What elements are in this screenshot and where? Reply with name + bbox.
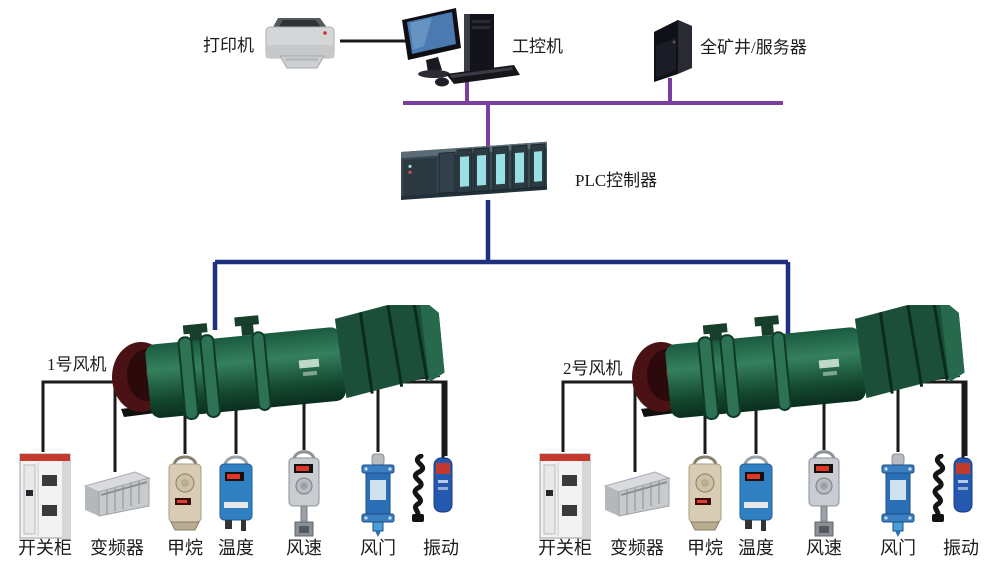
switch-cabinet-node (538, 450, 593, 540)
vibration-sensor-node (407, 454, 457, 530)
air-door-sensor-node (880, 450, 916, 538)
vibration-sensor-icon (412, 454, 453, 522)
sensor-label: 温度 (738, 538, 774, 558)
frequency-converter-icon (83, 471, 151, 517)
workstation-icon (402, 8, 520, 87)
server-node (646, 12, 702, 84)
fan-unit-1 (103, 305, 453, 430)
air-door-sensor-icon (361, 453, 395, 537)
sensor-label: 风门 (880, 538, 916, 558)
sensor-label: 振动 (423, 538, 459, 558)
sensor-label: 风速 (286, 538, 322, 558)
printer-label: 打印机 (203, 36, 254, 55)
temperature-sensor-icon (739, 455, 773, 531)
sensor-label: 甲烷 (167, 538, 203, 558)
fan-icon (632, 305, 965, 421)
air-door-sensor-node (360, 450, 396, 538)
fan1-label: 1号风机 (47, 355, 107, 374)
printer-icon (265, 18, 335, 69)
fan-unit-2 (623, 305, 973, 430)
switch-cabinet-icon (19, 453, 71, 539)
sensor-group-1: 开关柜 变频器 甲烷 温度 风速 风门 振动 (0, 372, 470, 569)
sensor-label: 甲烷 (687, 538, 723, 558)
sensor-label: 开关柜 (18, 538, 72, 558)
temperature-sensor-node (736, 452, 776, 532)
wind-speed-sensor-icon (288, 450, 320, 537)
methane-sensor-icon (688, 455, 722, 531)
fan-icon (112, 305, 445, 421)
plc-label: PLC控制器 (575, 171, 658, 190)
plc-node (396, 138, 552, 206)
switch-cabinet-icon (539, 453, 591, 539)
server-icon (654, 20, 692, 82)
fan2-label: 2号风机 (563, 359, 623, 378)
temperature-sensor-icon (219, 455, 253, 531)
frequency-converter-icon (603, 471, 671, 517)
frequency-converter-node (83, 468, 151, 520)
wind-speed-sensor-node (805, 448, 843, 540)
sensor-label: 开关柜 (538, 538, 592, 558)
sensor-label: 振动 (943, 538, 979, 558)
wind-speed-sensor-icon (808, 450, 840, 537)
air-door-sensor-icon (881, 453, 915, 537)
vibration-sensor-node (927, 454, 977, 530)
printer-node (262, 12, 342, 72)
wind-speed-sensor-node (285, 448, 323, 540)
frequency-converter-node (603, 468, 671, 520)
sensor-label: 变频器 (610, 538, 664, 558)
workstation-node (398, 4, 524, 90)
temperature-sensor-node (216, 452, 256, 532)
methane-sensor-node (685, 452, 725, 534)
plc-icon (401, 141, 547, 200)
server-label: 全矿井/服务器 (700, 38, 807, 57)
switch-cabinet-node (18, 450, 73, 540)
sensor-label: 风门 (360, 538, 396, 558)
methane-sensor-node (165, 452, 205, 534)
methane-sensor-icon (168, 455, 202, 531)
vibration-sensor-icon (932, 454, 973, 522)
sensor-group-2: 开关柜 变频器 甲烷 温度 风速 风门 振动 (520, 372, 990, 569)
workstation-label: 工控机 (512, 37, 563, 56)
sensor-label: 变频器 (90, 538, 144, 558)
sensor-label: 风速 (806, 538, 842, 558)
sensor-label: 温度 (218, 538, 254, 558)
